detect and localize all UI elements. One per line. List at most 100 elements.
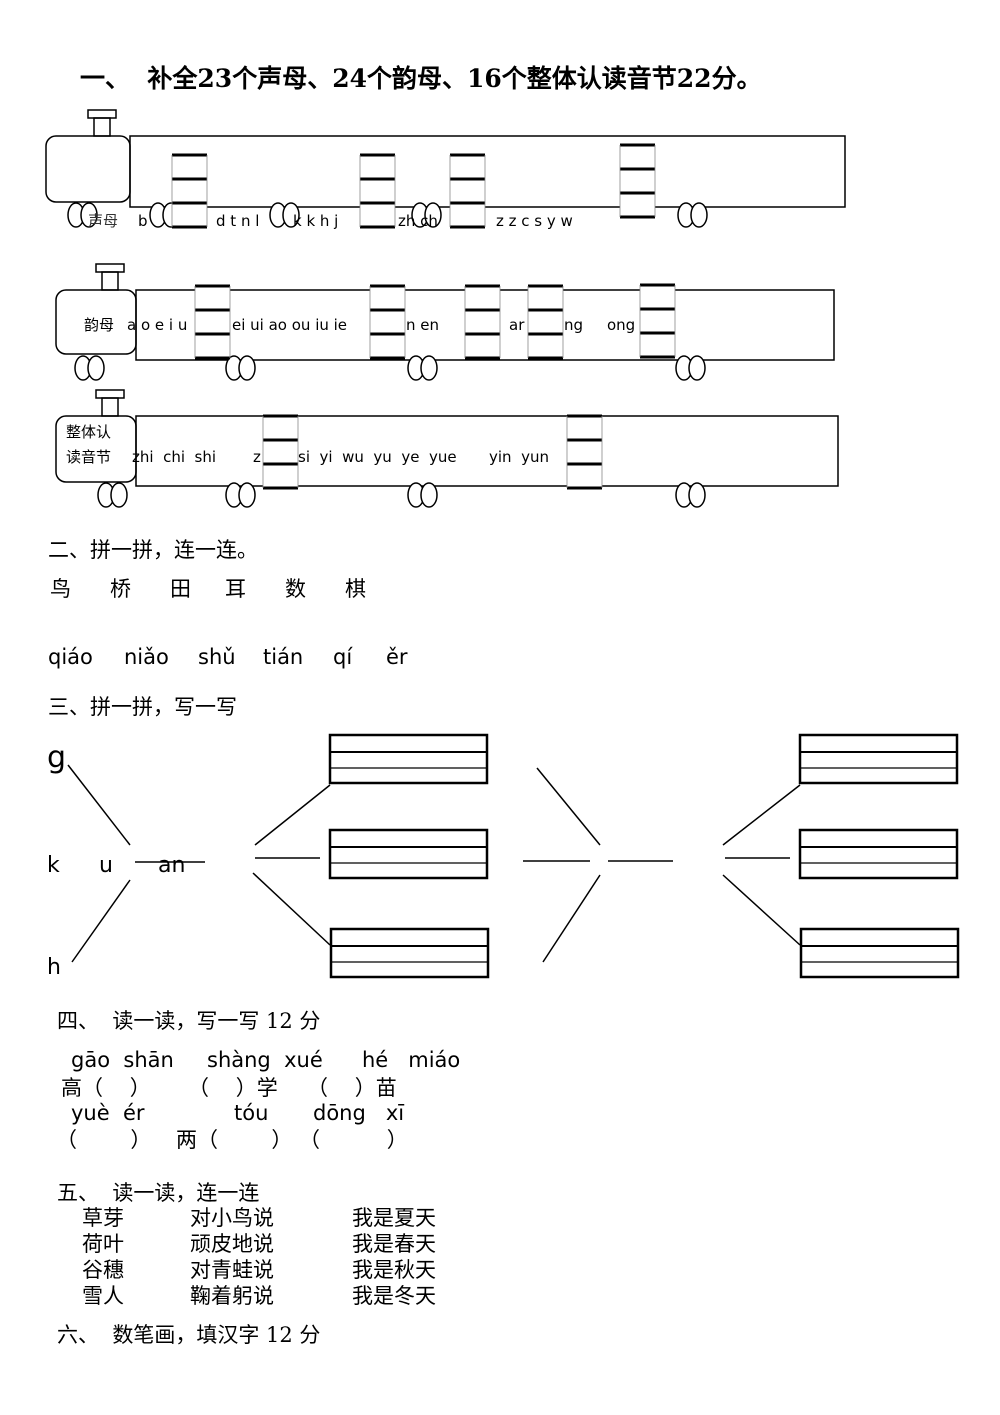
- pinyin: qiáo: [48, 645, 93, 669]
- match-item-col1[interactable]: 荷叶: [82, 1232, 124, 1256]
- answer-blank[interactable]: （ ）: [56, 1128, 152, 1152]
- wheel: [424, 202, 442, 228]
- pinyin: yuè ér: [71, 1101, 145, 1125]
- answer-box: [370, 286, 405, 358]
- section6-title: 六、 数笔画，填汉字 12 分: [57, 1323, 321, 1347]
- chimney: [93, 117, 111, 137]
- wheel: [420, 482, 438, 508]
- answer-blank[interactable]: 两（ ）: [176, 1128, 293, 1152]
- answer-box: [172, 155, 207, 227]
- answer-blank[interactable]: （ ）苗: [307, 1076, 397, 1100]
- answer-box: [620, 145, 655, 217]
- writing-box: [799, 927, 960, 979]
- wheel: [688, 355, 706, 381]
- writing-box: [328, 733, 489, 785]
- section3-title: 三、拼一拼，写一写: [48, 695, 237, 719]
- section1-title: 一、 补全23个声母、24个韵母、16个整体认读音节22分。: [80, 64, 762, 93]
- match-item-col3[interactable]: 我是春天: [352, 1232, 436, 1256]
- pinyin: tóu: [234, 1101, 269, 1125]
- train2-item: ei ui ao ou iu ie: [232, 316, 348, 334]
- chimney: [101, 271, 119, 291]
- train3-item: si yi wu yu ye yue: [298, 448, 457, 466]
- connector-line: [536, 767, 601, 846]
- pinyin: shàng xué: [207, 1048, 323, 1072]
- wheel: [420, 355, 438, 381]
- match-item-col3[interactable]: 我是冬天: [352, 1284, 436, 1308]
- writing-box: [798, 733, 959, 785]
- pinyin: niǎo: [124, 645, 169, 669]
- match-item-col1[interactable]: 雪人: [82, 1284, 124, 1308]
- wheel: [87, 355, 105, 381]
- train3-label: 整体认: [66, 423, 112, 441]
- answer-box: [528, 286, 563, 358]
- answer-box: [263, 416, 298, 488]
- wheel: [688, 482, 706, 508]
- train3-item: z: [253, 448, 261, 466]
- match-item-col3[interactable]: 我是秋天: [352, 1258, 436, 1282]
- match-item-col2[interactable]: 对青蛙说: [190, 1258, 274, 1282]
- pinyin: gāo shān: [71, 1048, 174, 1072]
- match-item-col2[interactable]: 鞠着躬说: [190, 1284, 274, 1308]
- answer-box: [450, 155, 485, 227]
- wheel: [238, 355, 256, 381]
- char: 数: [285, 577, 306, 601]
- medial-u: u: [99, 853, 113, 878]
- initial-h: h: [47, 955, 61, 980]
- engine-body: [55, 415, 137, 483]
- match-item-col2[interactable]: 顽皮地说: [190, 1232, 274, 1256]
- train2-item: a o e i u: [127, 316, 188, 334]
- answer-box: [567, 416, 602, 488]
- wheel: [282, 202, 300, 228]
- char: 棋: [345, 577, 366, 601]
- section2-title: 二、拼一拼，连一连。: [48, 538, 258, 562]
- match-item-col1[interactable]: 谷穗: [82, 1258, 124, 1282]
- match-item-col3[interactable]: 我是夏天: [352, 1206, 436, 1230]
- train-car: [135, 415, 839, 487]
- match-item-col1[interactable]: 草芽: [82, 1206, 124, 1230]
- match-item-col2[interactable]: 对小鸟说: [190, 1206, 274, 1230]
- connector-line: [254, 784, 331, 846]
- answer-blank[interactable]: （ ）: [299, 1128, 408, 1152]
- train1-item: z z c s y w: [496, 212, 573, 230]
- answer-blank[interactable]: （ ）学: [188, 1076, 278, 1100]
- train2-label: 韵母: [84, 316, 115, 334]
- engine-body: [45, 135, 131, 203]
- connector-line: [542, 874, 601, 963]
- train1-item: d t n l: [216, 212, 260, 230]
- train1-item: zh ch: [398, 212, 438, 230]
- char: 桥: [110, 577, 131, 601]
- answer-blank[interactable]: 高（ ）: [61, 1076, 151, 1100]
- connector-line: [722, 784, 801, 846]
- connector-line: [252, 872, 331, 946]
- wheel: [110, 482, 128, 508]
- char: 田: [170, 577, 191, 601]
- connector-line: [722, 874, 801, 946]
- final-an: an: [158, 853, 186, 878]
- train2-item: ong: [607, 316, 636, 334]
- initial-g: g: [47, 740, 67, 775]
- train2-item: ng: [564, 316, 584, 334]
- pinyin: shǔ: [198, 645, 236, 669]
- pinyin: tián: [263, 645, 304, 669]
- chimney-cap: [95, 263, 125, 273]
- answer-box: [360, 155, 395, 227]
- train1-label: 声母: [88, 212, 119, 230]
- writing-box: [329, 927, 490, 979]
- chimney: [101, 397, 119, 417]
- wheel: [690, 202, 708, 228]
- char: 鸟: [50, 577, 71, 601]
- writing-box: [798, 828, 959, 880]
- train2-item: ar: [509, 316, 525, 334]
- train2-item: n en: [406, 316, 440, 334]
- train3-item: zhi chi shi: [132, 448, 217, 466]
- pinyin: ěr: [386, 645, 408, 669]
- connector-line: [71, 879, 131, 963]
- chimney-cap: [87, 109, 117, 119]
- engine-body: [55, 289, 137, 355]
- pinyin: dōng xī: [313, 1101, 405, 1125]
- wheel: [238, 482, 256, 508]
- train-car: [129, 135, 846, 208]
- char: 耳: [225, 577, 246, 601]
- answer-box: [465, 286, 500, 358]
- train3-label: 读音节: [66, 448, 112, 466]
